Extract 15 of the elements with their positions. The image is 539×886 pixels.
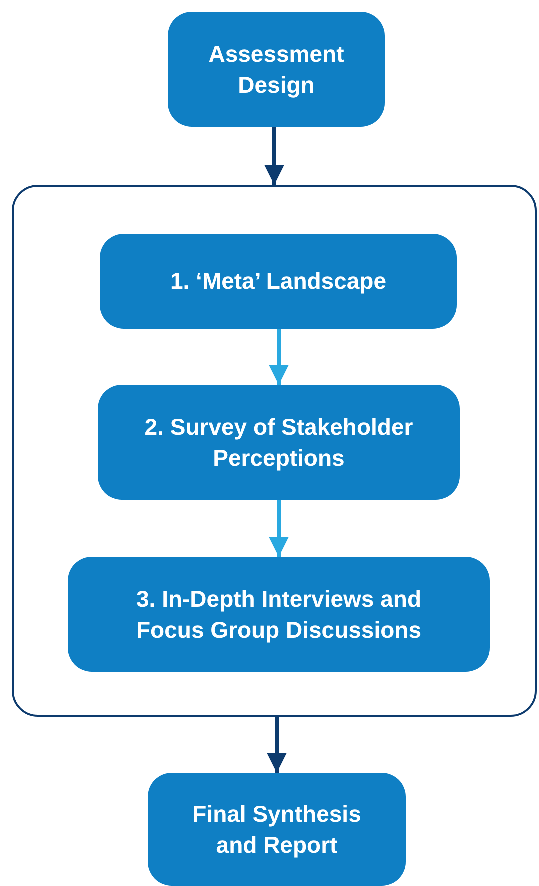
box-label: 3. In-Depth Interviews and Focus Group Discussions (136, 584, 422, 645)
process-box (98, 385, 460, 500)
process-box (100, 234, 457, 329)
arrow (269, 500, 289, 557)
box-label: Assessment Design (208, 40, 346, 100)
arrow (269, 329, 289, 385)
box-label: Final Synthesis and Report (192, 800, 362, 860)
arrow (267, 717, 287, 773)
group-frame (12, 185, 537, 717)
arrow (264, 127, 284, 185)
process-box (68, 557, 490, 672)
process-box (168, 12, 385, 127)
box-label: 2. Survey of Stakeholder Perceptions (144, 412, 414, 473)
box-label: 1. ‘Meta’ Landscape (169, 267, 388, 296)
process-box (148, 773, 406, 886)
